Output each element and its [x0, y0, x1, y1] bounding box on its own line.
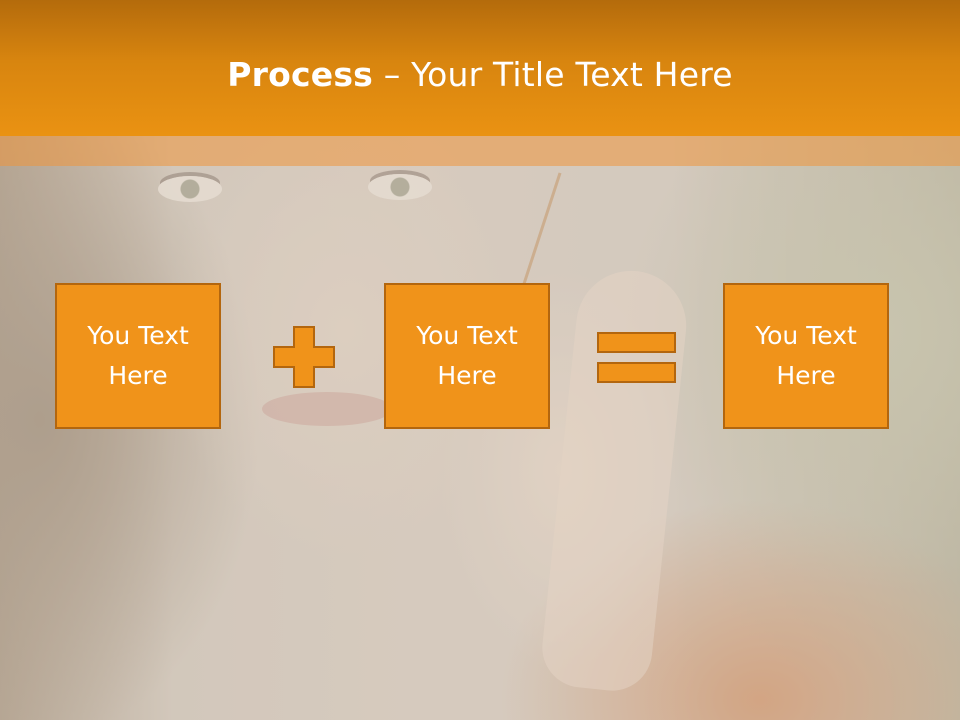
- title-bold: Process: [227, 55, 374, 94]
- process-box-2[interactable]: You Text Here: [384, 283, 550, 429]
- lips: [262, 392, 392, 426]
- title-rest: – Your Title Text Here: [373, 55, 733, 94]
- equals-icon: [597, 332, 676, 383]
- header-band: [0, 136, 960, 166]
- process-box-1[interactable]: You Text Here: [55, 283, 221, 429]
- slide-title: Process – Your Title Text Here: [0, 52, 960, 98]
- left-eye: [158, 176, 222, 202]
- process-box-3[interactable]: You Text Here: [723, 283, 889, 429]
- header-bar: Process – Your Title Text Here: [0, 0, 960, 136]
- plus-icon: [273, 326, 335, 388]
- right-eye: [368, 174, 432, 200]
